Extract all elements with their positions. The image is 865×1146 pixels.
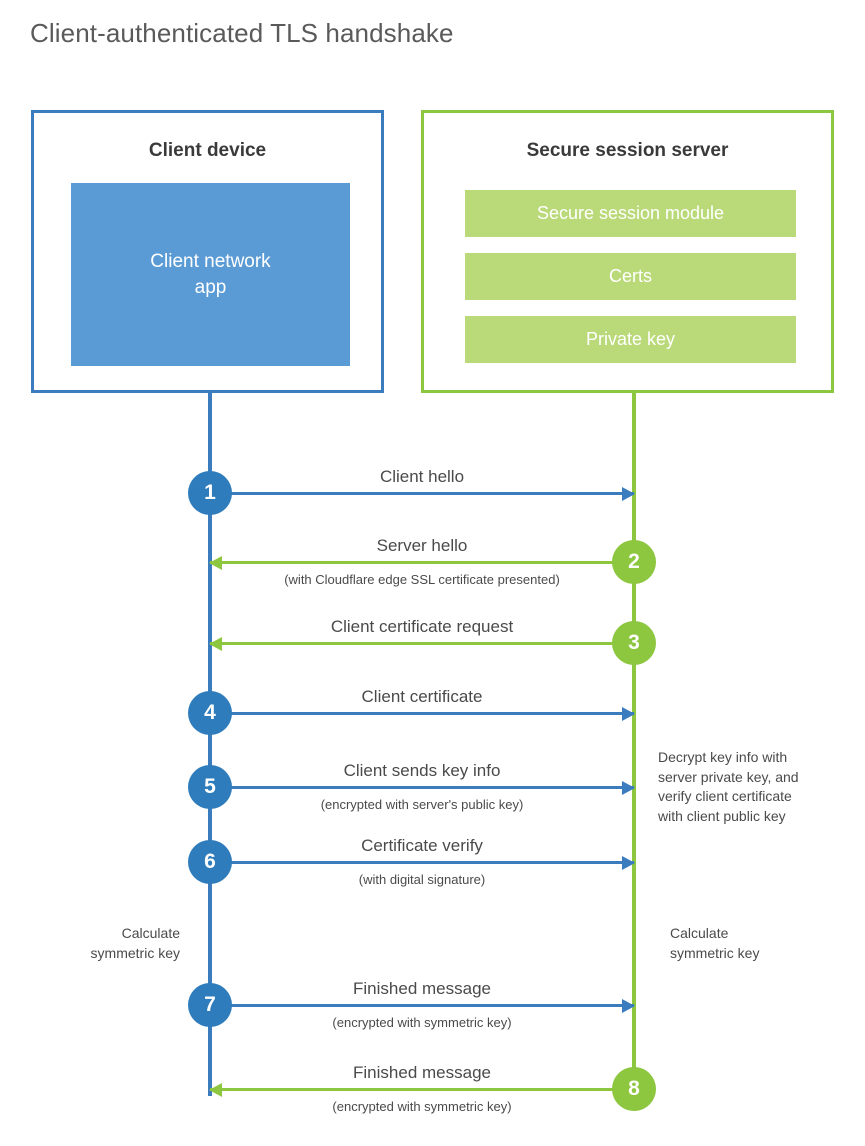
- arrowhead-right-icon: [622, 486, 635, 501]
- arrowhead-left-icon: [209, 1082, 222, 1097]
- client-network-app-block: Client network app: [71, 183, 350, 366]
- arrowhead-left-icon: [209, 636, 222, 651]
- step-4-circle[interactable]: 4: [188, 691, 232, 735]
- arrowhead-right-icon: [622, 706, 635, 721]
- client-device-title: Client device: [148, 140, 267, 161]
- step-3-label: Client certificate request: [330, 617, 514, 636]
- step-4-label: Client certificate: [361, 687, 483, 706]
- step-5-arrow: [210, 780, 635, 795]
- step-1-circle[interactable]: 1: [188, 471, 232, 515]
- server-component-certs: Certs: [465, 253, 796, 300]
- arrowhead-right-icon: [622, 998, 635, 1013]
- client-lifeline: [208, 393, 212, 1096]
- step-6-circle[interactable]: 6: [188, 840, 232, 884]
- step-8-label: Finished message: [353, 1063, 491, 1082]
- step-8-arrow: [209, 1082, 634, 1097]
- step-5-circle[interactable]: 5: [188, 765, 232, 809]
- step-8-circle[interactable]: 8: [612, 1067, 656, 1111]
- server-calculate-symmetric-key-note: Calculate symmetric key: [670, 925, 760, 961]
- step-7-label: Finished message: [353, 979, 491, 998]
- step-8-sublabel: (encrypted with symmetric key): [332, 1099, 512, 1114]
- server-component-private-key: Private key: [465, 316, 796, 363]
- step-3-circle[interactable]: 3: [612, 621, 656, 665]
- step-2-circle[interactable]: 2: [612, 540, 656, 584]
- step-2-label: Server hello: [376, 536, 468, 555]
- step-4-arrow: [210, 706, 635, 721]
- client-device-box: Client device Client network app: [31, 110, 384, 393]
- step-2-sublabel: (with Cloudflare edge SSL certificate pr…: [284, 572, 560, 587]
- step-6-label: Certificate verify: [361, 836, 483, 855]
- step-6-arrow: [210, 855, 635, 870]
- step-2-arrow: [209, 555, 634, 570]
- server-decrypt-note: Decrypt key info with server private key…: [658, 749, 799, 824]
- step-7-sublabel: (encrypted with symmetric key): [332, 1015, 512, 1030]
- step-1-arrow: [210, 486, 635, 501]
- client-calculate-symmetric-key-note: Calculate symmetric key: [90, 925, 180, 961]
- step-6-sublabel: (with digital signature): [358, 872, 486, 887]
- secure-session-server-title: Secure session server: [526, 140, 729, 161]
- step-1-label: Client hello: [379, 467, 465, 486]
- page-title: Client-authenticated TLS handshake: [30, 18, 454, 48]
- server-lifeline: [632, 393, 636, 1092]
- step-5-sublabel: (encrypted with server's public key): [320, 797, 524, 812]
- arrowhead-right-icon: [622, 855, 635, 870]
- step-3-arrow: [209, 636, 634, 651]
- arrowhead-left-icon: [209, 555, 222, 570]
- arrowhead-right-icon: [622, 780, 635, 795]
- step-5-label: Client sends key info: [343, 761, 501, 780]
- step-7-circle[interactable]: 7: [188, 983, 232, 1027]
- server-component-secure-session-module: Secure session module: [465, 190, 796, 237]
- secure-session-server-box: Secure session server Secure session mod…: [421, 110, 834, 393]
- step-7-arrow: [210, 998, 635, 1013]
